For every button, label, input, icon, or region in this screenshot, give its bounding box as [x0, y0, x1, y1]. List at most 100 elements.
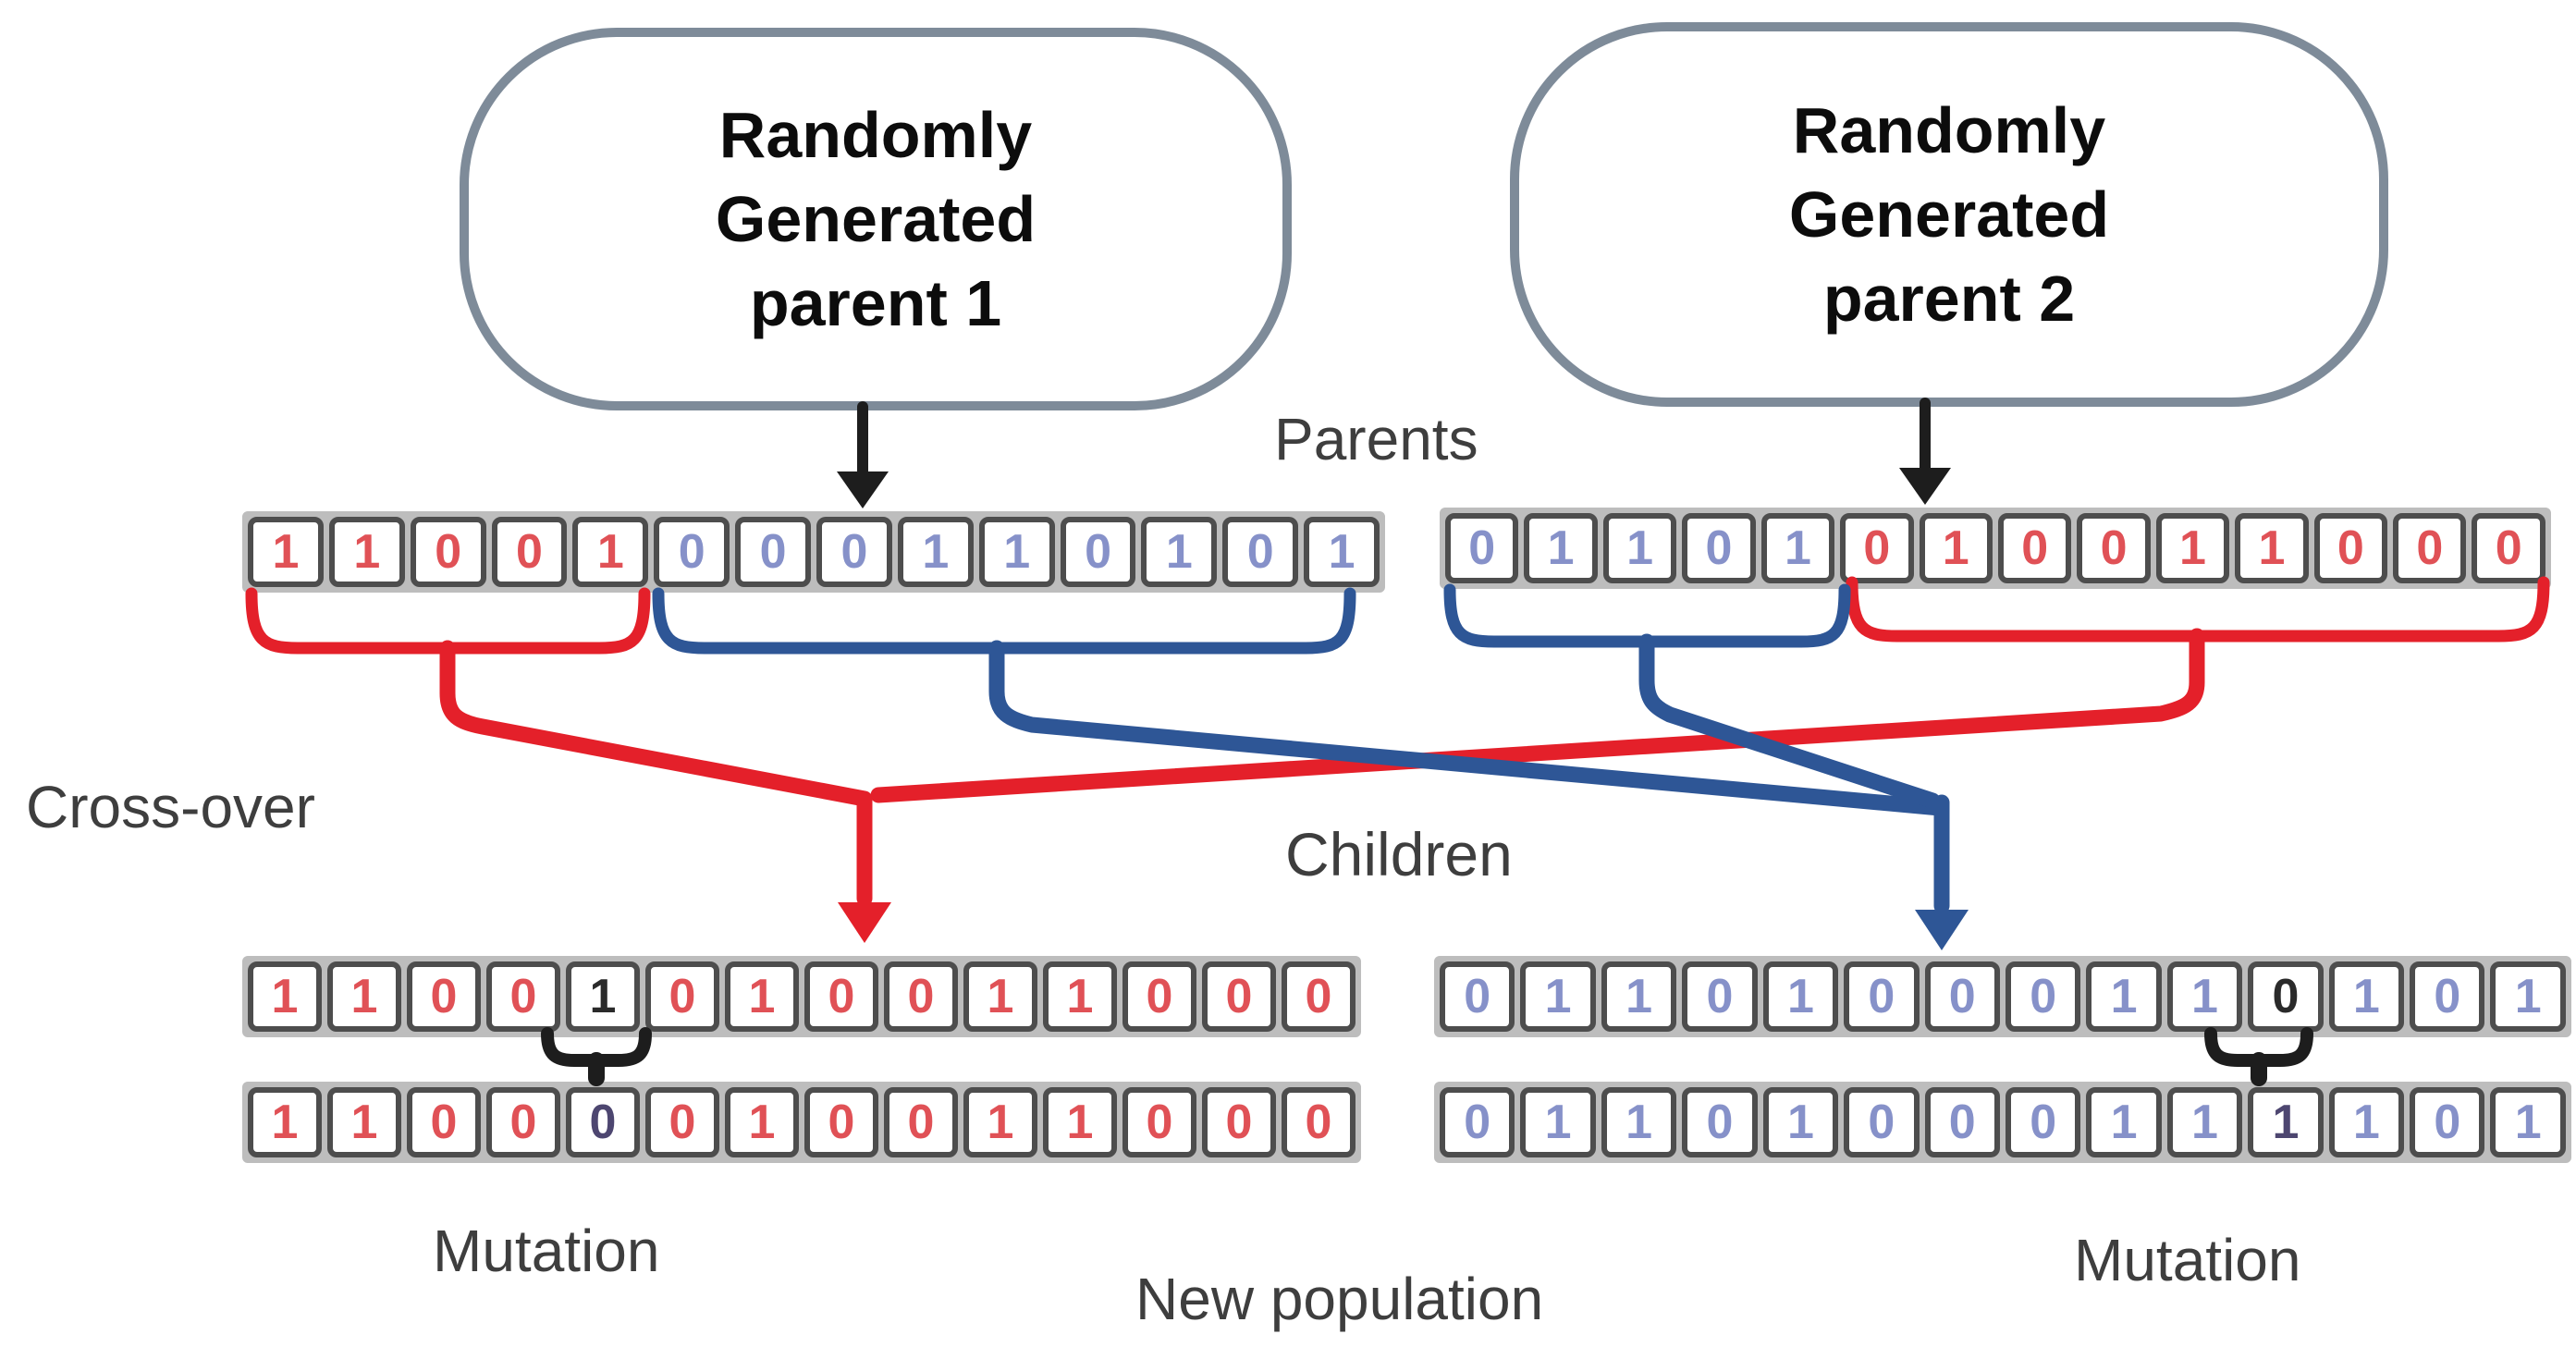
- bit-cell: 0: [2005, 1087, 2081, 1157]
- bit-cell: 1: [2155, 513, 2230, 583]
- bit-cell: 0: [1924, 961, 2000, 1032]
- bit-cell: 1: [2166, 961, 2243, 1032]
- blue-crossover-path-left: [988, 640, 1948, 816]
- bit-cell: 0: [1445, 513, 1519, 583]
- bit-cell: 1: [963, 1087, 1037, 1157]
- new-population-label: New population: [1135, 1266, 1544, 1332]
- bit-cell: 0: [1682, 1087, 1758, 1157]
- bit-cell: 0: [2393, 513, 2467, 583]
- bit-cell: 1: [1762, 1087, 1839, 1157]
- bit-cell: 0: [486, 1087, 560, 1157]
- bit-cell: 0: [1840, 513, 1914, 583]
- bit-cell: 0: [410, 517, 486, 587]
- bit-cell: 1: [1524, 513, 1598, 583]
- bit-cell: 0: [2077, 513, 2151, 583]
- bit-cell: 1: [2328, 1087, 2405, 1157]
- bit-cell: 0: [1282, 1087, 1355, 1157]
- bit-cell: 0: [1060, 517, 1136, 587]
- crossover-label: Cross-over: [26, 774, 315, 840]
- bit-cell: 0: [2313, 513, 2388, 583]
- parent2-down-arrow-icon: [1899, 398, 1951, 505]
- bit-cell: 0: [1222, 517, 1299, 587]
- bit-cell: 1: [2086, 1087, 2162, 1157]
- bit-cell: 1: [963, 961, 1037, 1032]
- parents-label: Parents: [1274, 406, 1478, 472]
- blue-arrowhead-icon: [1915, 910, 1969, 950]
- red-crossover-path-left: [439, 640, 873, 907]
- bit-cell: 1: [248, 517, 324, 587]
- bit-cell: 1: [2166, 1087, 2243, 1157]
- bit-cell: 0: [1682, 961, 1758, 1032]
- bit-cell: 1: [897, 517, 974, 587]
- bit-cell: 0: [1844, 1087, 1920, 1157]
- bit-cell: 0: [1202, 1087, 1276, 1157]
- bit-cell: 1: [572, 517, 649, 587]
- bit-cell: 0: [1122, 961, 1196, 1032]
- bit-cell: 0: [804, 1087, 878, 1157]
- bit-cell: 1: [1760, 513, 1835, 583]
- bit-cell: 0: [1997, 513, 2072, 583]
- bit-cell: 1: [2235, 513, 2309, 583]
- bit-cell: 1: [2328, 961, 2405, 1032]
- bit-cell: 1: [2086, 961, 2162, 1032]
- bit-cell: 1: [248, 1087, 322, 1157]
- bit-cell: 1: [1602, 513, 1677, 583]
- parent1-down-arrow-icon: [837, 401, 889, 508]
- bit-cell: 0: [491, 517, 568, 587]
- bit-cell: 0: [2410, 961, 2485, 1032]
- bit-cell: 1: [1601, 961, 1677, 1032]
- blue-crossover-path-right: [1638, 633, 1941, 809]
- bit-cell: 0: [884, 1087, 958, 1157]
- parent1-blue-segment-brace: [652, 587, 1356, 655]
- red-crossover-path-right: [870, 628, 2205, 803]
- bit-cell: 1: [725, 961, 799, 1032]
- bit-cell: 0: [2005, 961, 2081, 1032]
- bit-cell: 1: [1520, 1087, 1596, 1157]
- parent2-bubble-label: Randomly Generated parent 2: [1788, 93, 2110, 335]
- bit-cell: 0: [407, 1087, 481, 1157]
- bit-cell: 0: [735, 517, 812, 587]
- bit-cell: 0: [2248, 961, 2324, 1032]
- bit-cell: 0: [1844, 961, 1920, 1032]
- bit-cell: 1: [566, 961, 640, 1032]
- bit-cell: 1: [1601, 1087, 1677, 1157]
- bit-cell: 0: [1202, 961, 1276, 1032]
- bit-cell: 0: [486, 961, 560, 1032]
- bit-cell: 1: [1762, 961, 1839, 1032]
- bit-cell: 0: [2410, 1087, 2485, 1157]
- bit-cell: 0: [566, 1087, 640, 1157]
- bit-cell: 1: [1043, 961, 1117, 1032]
- bit-cell: 0: [804, 961, 878, 1032]
- bit-cell: 0: [1440, 961, 1515, 1032]
- bit-cell: 1: [1304, 517, 1380, 587]
- bit-cell: 1: [248, 961, 322, 1032]
- bit-cell: 0: [884, 961, 958, 1032]
- parent1-bubble: Randomly Generated parent 1: [460, 28, 1292, 410]
- bit-cell: 1: [328, 517, 405, 587]
- bit-cell: 1: [327, 961, 401, 1032]
- parent1-red-segment-brace: [245, 587, 651, 655]
- bit-cell: 0: [816, 517, 892, 587]
- bit-cell: 1: [1141, 517, 1218, 587]
- bit-cell: 0: [1440, 1087, 1515, 1157]
- bit-cell: 1: [1919, 513, 1993, 583]
- mutation-right-label: Mutation: [2074, 1227, 2301, 1293]
- mutation-bracket-right-icon: [2204, 1027, 2313, 1086]
- parent1-bubble-label: Randomly Generated parent 1: [715, 98, 1037, 339]
- parent2-red-segment-brace: [1846, 576, 2550, 643]
- mutation-bracket-left-icon: [541, 1027, 652, 1086]
- bit-cell: 0: [407, 961, 481, 1032]
- bit-cell: 0: [1122, 1087, 1196, 1157]
- bit-cell: 1: [2490, 961, 2566, 1032]
- children-label: Children: [1285, 820, 1513, 888]
- bit-cell: 0: [645, 1087, 719, 1157]
- red-arrowhead-icon: [838, 902, 891, 943]
- bit-cell: 1: [725, 1087, 799, 1157]
